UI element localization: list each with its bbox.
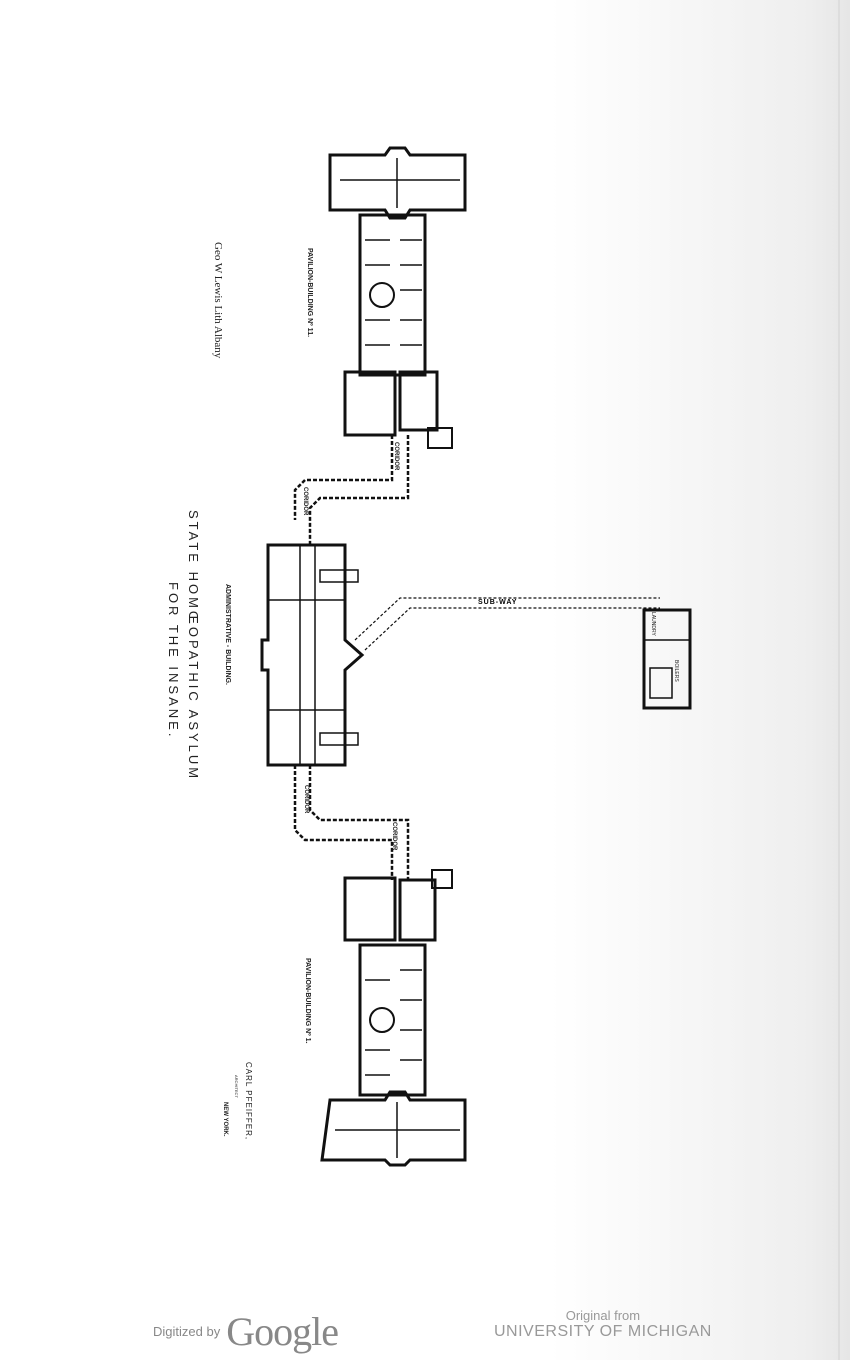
laundry-label: LAUNDRY	[650, 612, 656, 636]
title-line-2: FOR THE INSANE.	[166, 582, 181, 740]
original-from-text: Original from	[565, 1308, 641, 1323]
page-shading	[550, 0, 850, 1360]
corridor-upper	[293, 435, 410, 545]
google-logo: Google	[226, 1309, 339, 1354]
administrative-label: ADMINISTRATIVE - BUILDING.	[224, 584, 231, 685]
corridor-lower	[293, 765, 410, 880]
lithographer-credit: Geo W Lewis Lith Albany	[212, 242, 224, 359]
pavilion-building-11	[328, 146, 467, 449]
original-from: Original from UNIVERSITY OF MICHIGAN	[494, 1308, 712, 1341]
architect-role: ARCHITECT	[234, 1075, 239, 1098]
architect-name: CARL PFEIFFER,	[244, 1062, 253, 1141]
digitized-by-google: Digitized by Google	[153, 1308, 339, 1355]
laundry-boiler-building	[642, 608, 692, 710]
pavilion-upper-label: PAVILION-BUILDING Nº 11.	[306, 248, 313, 338]
digitized-by-text: Digitized by	[153, 1324, 221, 1339]
corridor-label-2: CORIDOR	[302, 487, 308, 516]
corridor-label-1: CORIDOR	[393, 442, 399, 471]
boilers-label: BOILERS	[673, 660, 679, 682]
architect-city: NEW YORK.	[222, 1102, 228, 1137]
corridor-label-3: CORIDOR	[303, 785, 309, 814]
pavilion-lower-label: PAVILION-BUILDING Nº 1.	[304, 958, 311, 1044]
administrative-building	[260, 543, 365, 767]
corridor-label-4: CORIDOR	[391, 822, 397, 851]
university-link[interactable]: UNIVERSITY OF MICHIGAN	[494, 1323, 712, 1340]
subway	[354, 597, 660, 651]
pavilion-building-1	[320, 869, 467, 1167]
subway-label: SUB-WAY	[478, 599, 518, 606]
page-edge	[838, 0, 840, 1360]
title-line-1: STATE HOMŒOPATHIC ASYLUM	[186, 510, 201, 782]
